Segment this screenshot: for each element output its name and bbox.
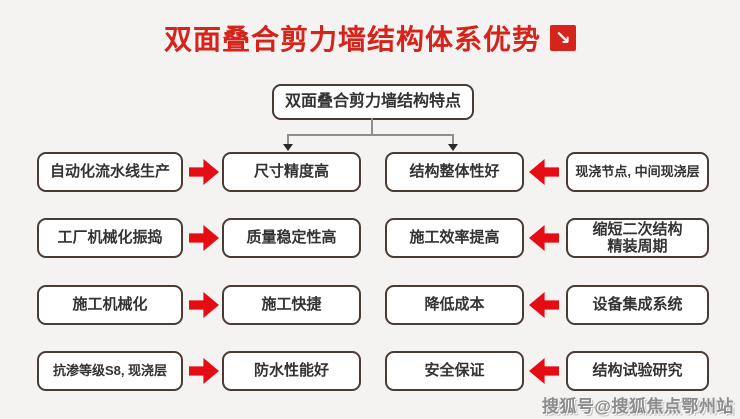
node-label: 尺寸精度高 [253, 163, 329, 181]
page-title-text: 双面叠合剪力墙结构体系优势 [163, 24, 541, 55]
arrow-right-icon [189, 292, 219, 318]
connector-horizontal [287, 134, 454, 136]
node-source-right-3: 设备集成系统 [566, 285, 709, 325]
connector-branch-left [287, 134, 289, 145]
arrow-left-icon [529, 292, 559, 318]
arrow-right-icon [189, 225, 219, 251]
node-source-left-3: 施工机械化 [37, 285, 183, 325]
node-label: 现浇节点, 中间现浇层 [575, 163, 700, 179]
arrow-left-icon [529, 358, 559, 384]
node-benefit-left-4: 防水性能好 [222, 351, 361, 391]
node-label: 降低成本 [424, 296, 485, 314]
arrow-left-icon [529, 225, 559, 251]
node-label: 抗渗等级S8, 现浇层 [52, 362, 168, 378]
root-node-label: 双面叠合剪力墙结构特点 [284, 92, 461, 110]
node-label: 质量稳定性高 [246, 229, 337, 247]
node-label: 防水性能好 [253, 362, 329, 380]
node-label: 结构整体性好 [409, 163, 500, 181]
node-source-right-2: 缩短二次结构 精装周期 [566, 218, 709, 258]
arrow-right-icon [189, 358, 219, 384]
connector-branch-right [452, 134, 454, 145]
node-label: 施工效率提高 [409, 229, 500, 247]
watermark: 搜狐号@搜狐焦点鄂州站 [541, 397, 734, 416]
node-source-left-4: 抗渗等级S8, 现浇层 [37, 351, 183, 391]
node-source-left-2: 工厂机械化振捣 [37, 218, 183, 258]
arrow-down-right-icon: ↘ [550, 25, 576, 51]
node-label: 设备集成系统 [592, 296, 683, 314]
node-label: 安全保证 [424, 362, 485, 380]
node-benefit-right-3: 降低成本 [385, 285, 524, 325]
node-source-left-1: 自动化流水线生产 [37, 152, 183, 192]
node-label: 工厂机械化振捣 [57, 229, 163, 247]
node-label: 缩短二次结构 精装周期 [592, 220, 683, 255]
node-benefit-left-3: 施工快捷 [222, 285, 361, 325]
arrow-right-icon [189, 159, 219, 185]
connector-stem [371, 118, 373, 135]
node-label: 施工快捷 [261, 296, 322, 314]
arrow-left-icon [529, 159, 559, 185]
node-label: 自动化流水线生产 [49, 163, 170, 181]
connector-arrowhead-right-icon [448, 144, 458, 151]
node-source-right-1: 现浇节点, 中间现浇层 [566, 152, 709, 192]
node-source-right-4: 结构试验研究 [566, 351, 709, 391]
node-benefit-right-1: 结构整体性好 [385, 152, 524, 192]
page-title: 双面叠合剪力墙结构体系优势 ↘ [0, 20, 740, 56]
node-benefit-left-2: 质量稳定性高 [222, 218, 361, 258]
connector-arrowhead-left-icon [283, 144, 293, 151]
node-benefit-right-2: 施工效率提高 [385, 218, 524, 258]
node-label: 结构试验研究 [592, 362, 683, 380]
node-benefit-left-1: 尺寸精度高 [222, 152, 361, 192]
root-node: 双面叠合剪力墙结构特点 [272, 84, 474, 120]
node-benefit-right-4: 安全保证 [385, 351, 524, 391]
node-label: 施工机械化 [72, 296, 148, 314]
